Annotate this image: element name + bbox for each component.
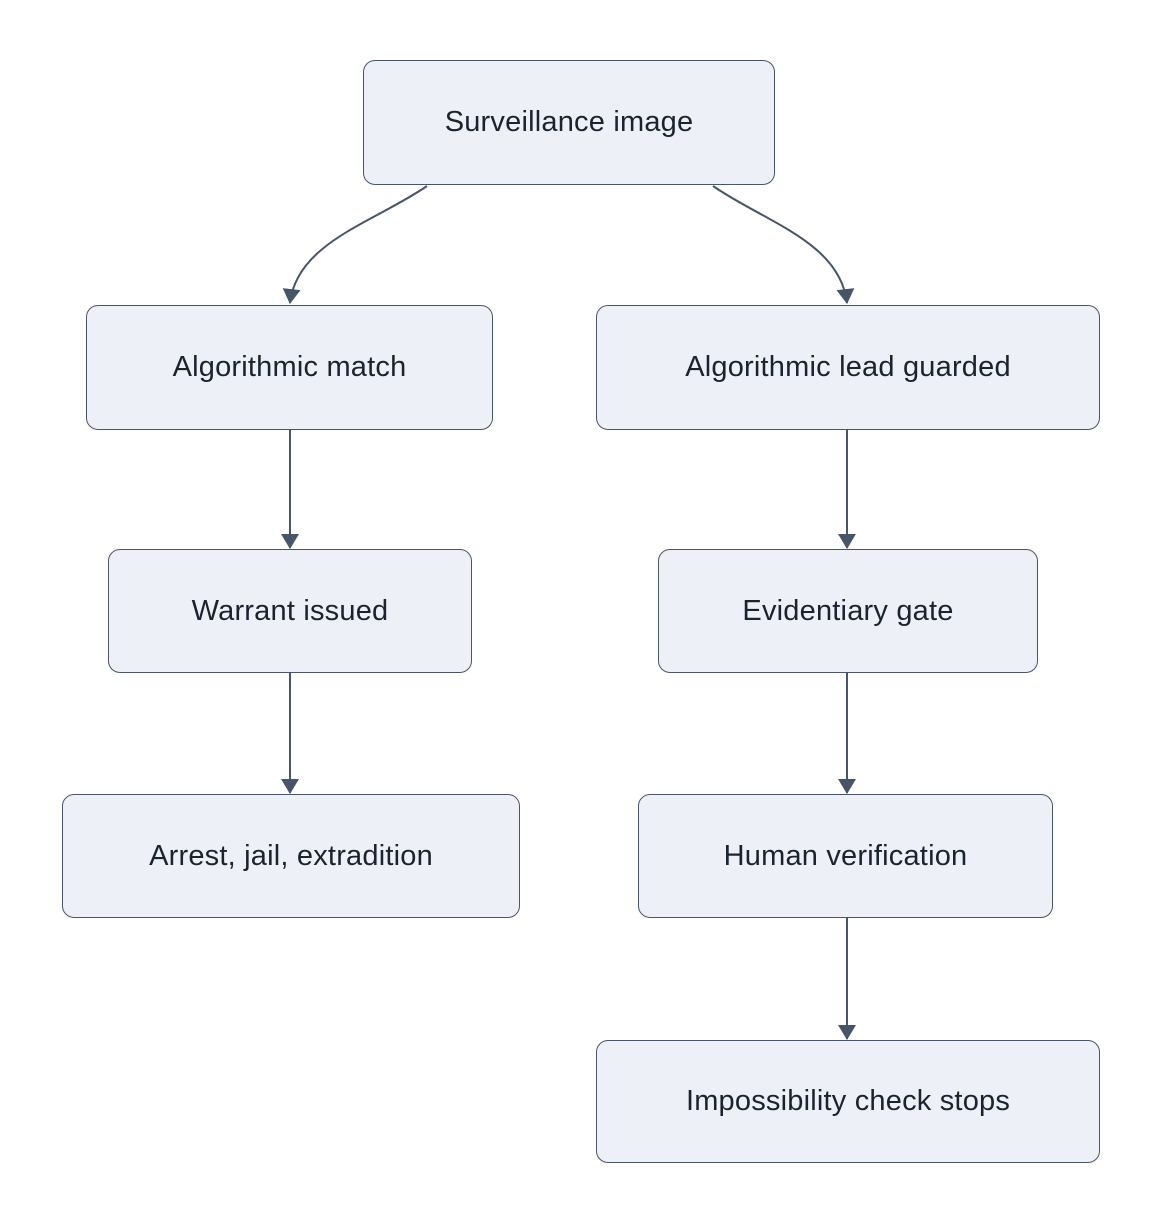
node-label: Impossibility check stops: [685, 1085, 1011, 1118]
node-algorithmic-lead-guarded: Algorithmic lead guarded: [596, 305, 1100, 430]
node-label: Warrant issued: [191, 594, 389, 627]
node-label: Evidentiary gate: [742, 594, 954, 627]
node-label: Human verification: [723, 839, 968, 872]
edge-surveillance-to-algorithmic-match: [282, 185, 428, 304]
node-warrant-issued: Warrant issued: [108, 549, 472, 673]
node-label: Algorithmic lead guarded: [685, 351, 1011, 384]
node-surveillance-image: Surveillance image: [363, 60, 775, 185]
node-label: Algorithmic match: [172, 351, 407, 384]
node-label: Surveillance image: [444, 106, 694, 139]
node-algorithmic-match: Algorithmic match: [86, 305, 493, 430]
node-impossibility-check-stops: Impossibility check stops: [596, 1040, 1100, 1163]
node-human-verification: Human verification: [638, 794, 1053, 918]
node-evidentiary-gate: Evidentiary gate: [658, 549, 1038, 673]
node-label: Arrest, jail, extradition: [149, 839, 433, 872]
edge-surveillance-to-algorithmic-lead-guarded: [712, 185, 855, 304]
node-arrest-jail-extradition: Arrest, jail, extradition: [62, 794, 520, 918]
